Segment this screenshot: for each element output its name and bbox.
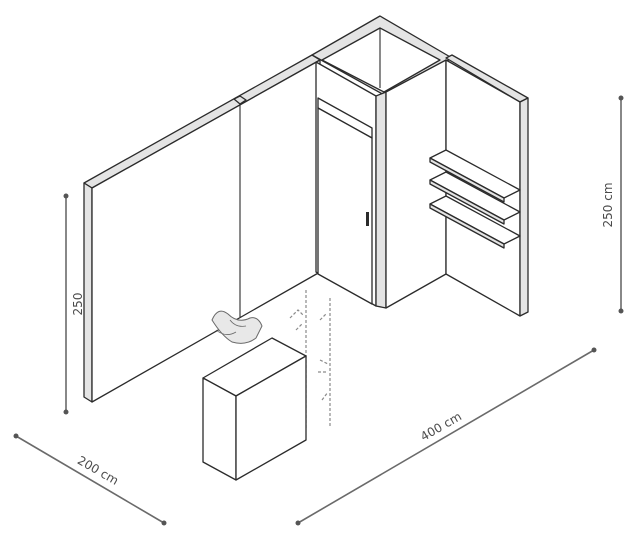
door-handle-icon[interactable] bbox=[366, 212, 369, 226]
shelf-3 bbox=[429, 195, 521, 249]
dimension-height-left-label: 250 bbox=[71, 293, 85, 316]
plant-icon bbox=[211, 310, 263, 344]
dimension-depth: 200 cm bbox=[13, 433, 167, 526]
dimension-depth-label: 200 cm bbox=[75, 453, 121, 488]
counter-front bbox=[202, 377, 237, 481]
storage-top-opening bbox=[321, 27, 441, 93]
dimension-width: 400 cm bbox=[295, 347, 597, 526]
shelf-2 bbox=[429, 171, 521, 225]
right-wall-front-edge bbox=[519, 97, 529, 317]
storage-door[interactable] bbox=[317, 107, 373, 305]
dimension-height-left: 250 bbox=[63, 193, 85, 415]
storage-room bbox=[311, 15, 453, 309]
right-wall bbox=[429, 54, 529, 317]
storage-corner-post bbox=[375, 91, 387, 309]
left-wall-front-edge bbox=[83, 182, 93, 403]
left-wall-seam-cap bbox=[233, 95, 247, 105]
counter bbox=[202, 337, 307, 481]
dimension-height-right-label: 250 cm bbox=[601, 182, 615, 227]
counter-side bbox=[235, 355, 307, 481]
dimension-height-right: 250 cm bbox=[601, 95, 624, 314]
shelf-1 bbox=[429, 149, 521, 203]
